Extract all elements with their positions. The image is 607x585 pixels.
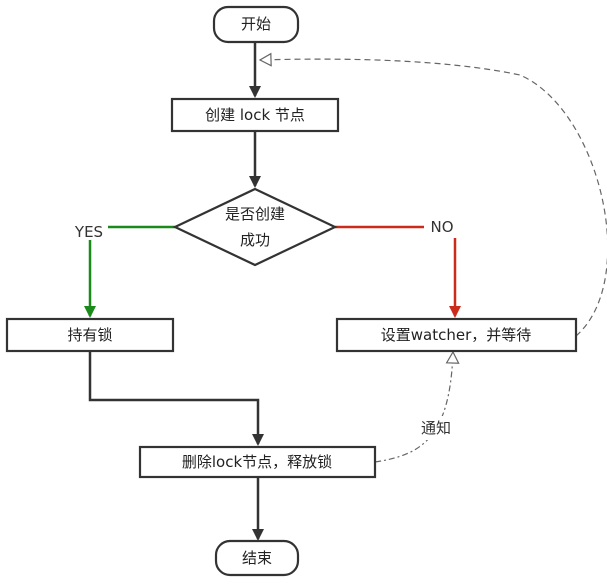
decision-node [172, 187, 338, 267]
yes-label-bg [70, 218, 108, 240]
no-label-bg [424, 216, 460, 238]
hold-lock-node [5, 317, 175, 353]
edge-notify [374, 352, 453, 463]
end-node [214, 539, 300, 577]
delete-release-node-label: 删除lock节点，释放锁 [182, 453, 332, 471]
watch-wait-node-label: 设置watcher，并等待 [381, 326, 532, 344]
watch-wait-node [335, 317, 578, 353]
delete-release-node [138, 445, 377, 479]
yes-label: YES [74, 223, 103, 241]
create-lock-node [170, 97, 340, 133]
notify-label-bg [411, 416, 461, 440]
end-node-label: 结束 [242, 549, 272, 567]
decision-node-label-line1: 是否创建 [225, 205, 285, 223]
edge-hold-to-release [88, 351, 264, 446]
hold-lock-node-label: 持有锁 [67, 326, 112, 344]
edge-no-branch [335, 225, 461, 318]
decision-node-label-line2: 成功 [240, 231, 270, 249]
no-label: NO [430, 218, 453, 236]
start-node [212, 5, 300, 44]
notify-label: 通知 [421, 419, 451, 437]
start-node-label: 开始 [241, 15, 271, 33]
create-lock-node-label: 创建 lock 节点 [205, 106, 305, 124]
